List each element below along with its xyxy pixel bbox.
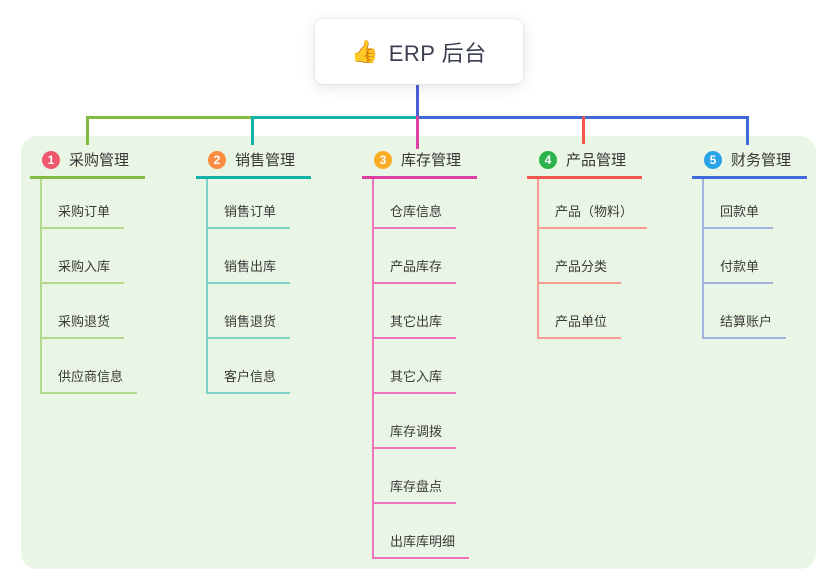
branch-label: 财务管理 [731, 152, 792, 169]
mindmap-root-node[interactable]: 👍 ERP 后台 [315, 19, 523, 84]
mindmap-branch-node[interactable]: 1 采购管理 [30, 142, 145, 179]
child-row: 库存调拨 [374, 394, 469, 449]
mindmap-child-node[interactable]: 付款单 [704, 256, 774, 284]
child-row: 产品（物料） [539, 179, 648, 229]
mindmap-child-node[interactable]: 销售订单 [208, 201, 291, 229]
mindmap-branch-node[interactable]: 3 库存管理 [362, 142, 477, 179]
child-row: 产品库存 [374, 229, 469, 284]
root-node-label: ERP 后台 [388, 40, 487, 66]
branch-1-connector-line [87, 116, 252, 119]
mindmap-child-node[interactable]: 产品（物料） [539, 201, 648, 229]
branch-children: 仓库信息 产品库存 其它出库 其它入库 库存调拨 库存盘点 出库库明细 [372, 179, 470, 559]
branch-number-badge: 2 [208, 150, 226, 169]
branch-product: 4 产品管理 产品（物料） 产品分类 产品单位 [527, 142, 648, 339]
branch-number-badge: 3 [374, 150, 392, 169]
thumbs-up-icon: 👍 [351, 38, 379, 64]
branch-label: 采购管理 [69, 152, 130, 169]
mindmap-child-node[interactable]: 产品单位 [539, 311, 622, 339]
branch-3-drop-line [416, 116, 419, 149]
mindmap-child-node[interactable]: 产品库存 [374, 256, 457, 284]
branch-sales: 2 销售管理 销售订单 销售出库 销售退货 客户信息 [196, 142, 311, 394]
child-row: 付款单 [704, 229, 786, 284]
mindmap-child-node[interactable]: 客户信息 [208, 366, 291, 394]
mindmap-child-node[interactable]: 销售退货 [208, 311, 291, 339]
mindmap-background-panel [21, 136, 816, 569]
branch-number-badge: 1 [42, 150, 60, 169]
mindmap-child-node[interactable]: 采购退货 [42, 311, 125, 339]
branch-1-drop-line [86, 116, 89, 145]
branch-number-badge: 5 [704, 150, 722, 169]
branch-children: 销售订单 销售出库 销售退货 客户信息 [206, 179, 291, 394]
child-row: 库存盘点 [374, 449, 469, 504]
child-row: 采购订单 [42, 179, 137, 229]
branch-children: 采购订单 采购入库 采购退货 供应商信息 [40, 179, 138, 394]
branch-label: 产品管理 [566, 152, 627, 169]
child-row: 客户信息 [208, 339, 291, 394]
mindmap-child-node[interactable]: 其它出库 [374, 311, 457, 339]
root-connector-line [416, 84, 419, 119]
branch-purchase: 1 采购管理 采购订单 采购入库 采购退货 供应商信息 [30, 142, 145, 394]
child-row: 产品单位 [539, 284, 647, 339]
child-row: 销售退货 [208, 284, 291, 339]
mindmap-branch-node[interactable]: 2 销售管理 [196, 142, 311, 179]
branch-2-drop-line [251, 116, 254, 145]
mindmap-child-node[interactable]: 产品分类 [539, 256, 622, 284]
mindmap-child-node[interactable]: 库存盘点 [374, 476, 457, 504]
mindmap-branch-node[interactable]: 5 财务管理 [692, 142, 807, 179]
child-row: 销售订单 [208, 179, 291, 229]
branch-5-drop-line [746, 116, 749, 145]
child-row: 供应商信息 [42, 339, 138, 394]
mindmap-child-node[interactable]: 其它入库 [374, 366, 457, 394]
branch-4-drop-line [582, 116, 585, 144]
mindmap-child-node[interactable]: 采购入库 [42, 256, 125, 284]
child-row: 其它出库 [374, 284, 469, 339]
branch-finance: 5 财务管理 回款单 付款单 结算账户 [692, 142, 807, 339]
child-row: 产品分类 [539, 229, 647, 284]
branch-inventory: 3 库存管理 仓库信息 产品库存 其它出库 其它入库 库存调拨 库存盘点 出库库… [362, 142, 477, 559]
mindmap-child-node[interactable]: 出库库明细 [374, 531, 470, 559]
branch-label: 库存管理 [401, 152, 462, 169]
child-row: 出库库明细 [374, 504, 470, 559]
child-row: 仓库信息 [374, 179, 469, 229]
child-row: 回款单 [704, 179, 786, 229]
mindmap-child-node[interactable]: 仓库信息 [374, 201, 457, 229]
mindmap-branch-node[interactable]: 4 产品管理 [527, 142, 642, 179]
mindmap-child-node[interactable]: 结算账户 [704, 311, 787, 339]
child-row: 销售出库 [208, 229, 291, 284]
branch-2-connector-line [252, 116, 418, 119]
branch-label: 销售管理 [235, 152, 296, 169]
branch-number-badge: 4 [539, 150, 557, 169]
mindmap-child-node[interactable]: 库存调拨 [374, 421, 457, 449]
mindmap-child-node[interactable]: 供应商信息 [42, 366, 138, 394]
child-row: 采购退货 [42, 284, 137, 339]
child-row: 其它入库 [374, 339, 469, 394]
child-row: 结算账户 [704, 284, 787, 339]
branch-children: 回款单 付款单 结算账户 [702, 179, 787, 339]
branch-children: 产品（物料） 产品分类 产品单位 [537, 179, 648, 339]
mindmap-child-node[interactable]: 回款单 [704, 201, 774, 229]
mindmap-child-node[interactable]: 销售出库 [208, 256, 291, 284]
mindmap-child-node[interactable]: 采购订单 [42, 201, 125, 229]
child-row: 采购入库 [42, 229, 137, 284]
